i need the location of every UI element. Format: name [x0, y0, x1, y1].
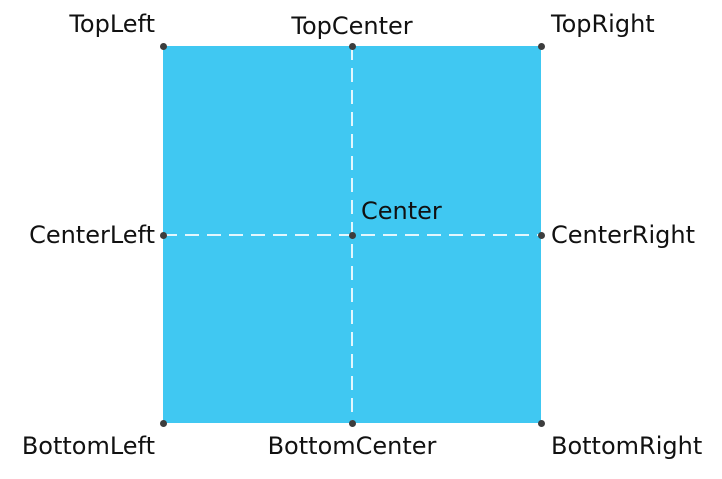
center-label: Center: [361, 197, 442, 225]
center-left-label: CenterLeft: [29, 221, 155, 249]
top-left-dot-icon: [159, 42, 167, 50]
bottom-center-label: BottomCenter: [267, 432, 437, 460]
bottom-right-label: BottomRight: [551, 432, 703, 460]
bottom-right-dot-icon: [537, 419, 545, 427]
bottom-left-label: BottomLeft: [21, 432, 155, 460]
center-right-label: CenterRight: [551, 221, 695, 249]
top-right-dot-icon: [537, 42, 545, 50]
top-center-label: TopCenter: [291, 12, 413, 40]
bottom-left-dot-icon: [159, 419, 167, 427]
bottom-center-dot-icon: [348, 419, 356, 427]
top-left-label: TopLeft: [69, 10, 155, 38]
top-right-label: TopRight: [551, 10, 655, 38]
center-left-dot-icon: [159, 231, 167, 239]
center-dot-icon: [348, 231, 356, 239]
top-center-dot-icon: [348, 42, 356, 50]
center-right-dot-icon: [537, 231, 545, 239]
